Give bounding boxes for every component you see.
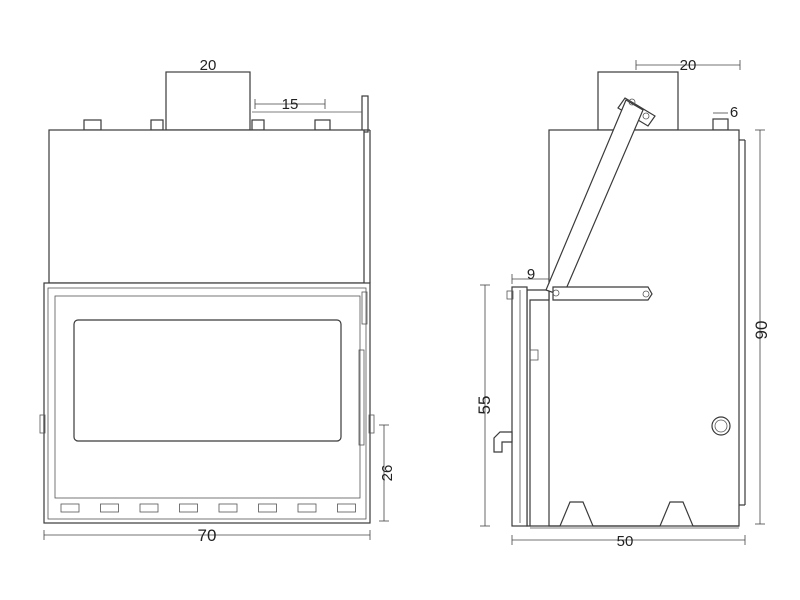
- front-upper-body: [48, 129, 365, 284]
- side-dim-total-height: 90: [752, 321, 771, 340]
- front-dim-total-width: 70: [198, 526, 217, 545]
- side-view: [493, 71, 746, 529]
- front-dimensions: 20 15 26 70: [43, 57, 396, 545]
- front-handle: [358, 349, 365, 446]
- front-view: [39, 71, 375, 524]
- air-vent-slot: [218, 503, 238, 513]
- side-door-profile: [511, 286, 528, 527]
- front-door: [54, 295, 361, 499]
- air-vent-slot: [100, 503, 119, 513]
- side-feet: [530, 501, 739, 527]
- front-glass: [73, 319, 342, 442]
- side-stub: [712, 118, 729, 131]
- front-dim-top-right: 15: [282, 96, 299, 113]
- side-dim-top-width: 20: [680, 57, 697, 74]
- front-stub-left: [83, 119, 102, 131]
- air-vent-slot: [337, 503, 356, 513]
- air-vent-slot: [139, 503, 159, 513]
- air-vent-slot: [60, 503, 80, 513]
- air-vent-slot: [258, 503, 277, 513]
- front-flue-box: [165, 71, 251, 131]
- air-vent-slot: [297, 503, 317, 513]
- front-stub-mid: [150, 119, 164, 131]
- front-bracket: [361, 95, 369, 133]
- side-dim-depth: 50: [617, 533, 634, 550]
- front-stub-right1: [251, 119, 265, 131]
- front-stub-right2: [314, 119, 331, 131]
- side-dim-offset: 9: [527, 266, 535, 283]
- side-dim-top-right: 6: [730, 104, 738, 121]
- side-dim-front-height: 55: [475, 396, 494, 415]
- side-body: [548, 129, 740, 527]
- front-air-vents: [60, 503, 356, 513]
- side-dimensions: 20 6 9 55 90 50: [475, 57, 771, 550]
- side-handle-hook: [493, 431, 513, 453]
- front-dim-top-width: 20: [200, 57, 217, 74]
- side-linkage-arm: [545, 97, 656, 301]
- front-dim-side-height: 26: [379, 465, 396, 482]
- air-vent-slot: [179, 503, 198, 513]
